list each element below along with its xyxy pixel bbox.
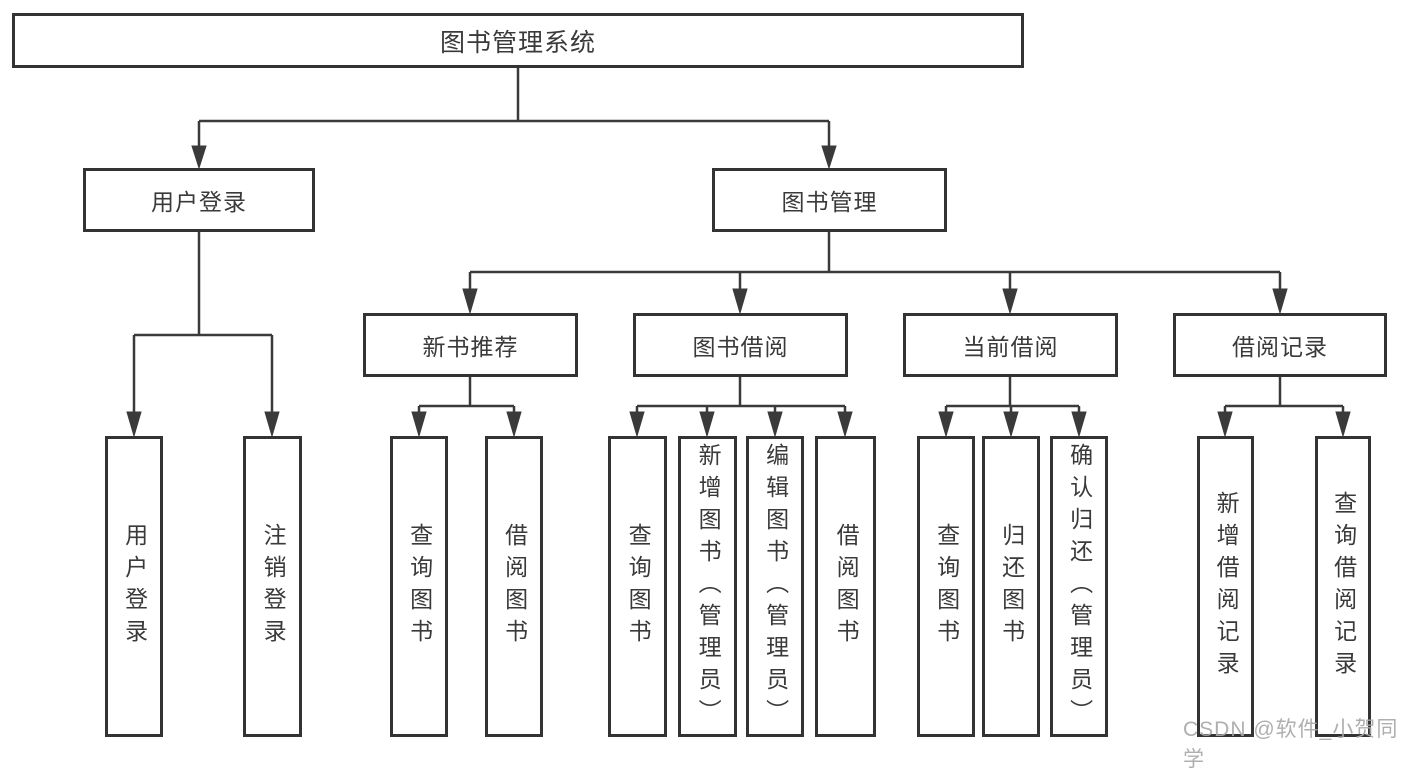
leaf-query-books-current: 查询图书: [917, 436, 975, 737]
leaf-user-login: 用户登录: [105, 436, 163, 737]
leaf-borrow-books-recommend-label: 借阅图书: [501, 522, 528, 651]
leaf-logout-label: 注销登录: [260, 522, 287, 651]
leaf-borrow-books: 借阅图书: [815, 436, 876, 737]
leaf-query-books-recommend-label: 查询图书: [406, 522, 433, 651]
leaf-query-books-borrow: 查询图书: [608, 436, 667, 737]
connector-current-borrow: [938, 377, 1087, 438]
connector-new-book-recommend: [411, 377, 522, 438]
node-current-borrow-label: 当前借阅: [962, 334, 1059, 360]
leaf-user-login-label: 用户登录: [121, 522, 148, 651]
leaf-query-borrow-record-label: 查询借阅记录: [1330, 490, 1357, 683]
node-new-book-recommend-label: 新书推荐: [422, 334, 519, 360]
node-borrow-records: 借阅记录: [1173, 313, 1387, 377]
leaf-query-books-borrow-label: 查询图书: [625, 522, 652, 651]
node-book-borrow-label: 图书借阅: [692, 334, 789, 360]
leaf-borrow-books-label: 借阅图书: [833, 522, 860, 651]
node-root-label: 图书管理系统: [439, 28, 596, 57]
leaf-add-book-admin: 新增图书（管理员）: [678, 436, 737, 737]
leaf-confirm-return-admin: 确认归还（管理员）: [1050, 436, 1108, 737]
leaf-borrow-books-recommend: 借阅图书: [485, 436, 543, 737]
node-root: 图书管理系统: [12, 13, 1024, 68]
leaf-add-borrow-record-label: 新增借阅记录: [1213, 490, 1240, 683]
node-book-management: 图书管理: [712, 168, 947, 232]
csdn-watermark: CSDN @软件_小贺同学: [1183, 718, 1399, 771]
leaf-query-books-recommend: 查询图书: [390, 436, 448, 737]
node-book-borrow: 图书借阅: [633, 313, 848, 377]
leaf-query-books-current-label: 查询图书: [933, 522, 960, 651]
node-current-borrow: 当前借阅: [903, 313, 1118, 377]
node-user-login: 用户登录: [83, 168, 315, 232]
connector-root: [191, 68, 837, 170]
leaf-edit-book-admin: 编辑图书（管理员）: [746, 436, 804, 737]
node-book-management-label: 图书管理: [781, 189, 878, 215]
diagram-canvas: 图书管理系统 用户登录 图书管理 新书推荐 图书借阅 当前借阅 借阅记录 用户登…: [12, 13, 1398, 771]
connector-book-management: [462, 232, 1288, 315]
leaf-confirm-return-admin-label: 确认归还（管理员）: [1066, 442, 1093, 731]
leaf-return-book-label: 归还图书: [998, 522, 1025, 651]
connector-borrow-records: [1217, 377, 1351, 438]
leaf-add-book-admin-label: 新增图书（管理员）: [695, 442, 722, 731]
leaf-query-borrow-record: 查询借阅记录: [1315, 436, 1371, 737]
connector-book-borrow: [629, 377, 853, 438]
node-borrow-records-label: 借阅记录: [1232, 334, 1328, 360]
leaf-logout: 注销登录: [243, 436, 302, 737]
connector-lines: [126, 68, 1351, 438]
node-user-login-label: 用户登录: [151, 189, 247, 215]
leaf-return-book: 归还图书: [982, 436, 1040, 737]
leaf-add-borrow-record: 新增借阅记录: [1197, 436, 1254, 737]
leaf-edit-book-admin-label: 编辑图书（管理员）: [762, 442, 789, 731]
connector-user-login: [126, 232, 280, 438]
node-new-book-recommend: 新书推荐: [363, 313, 578, 377]
